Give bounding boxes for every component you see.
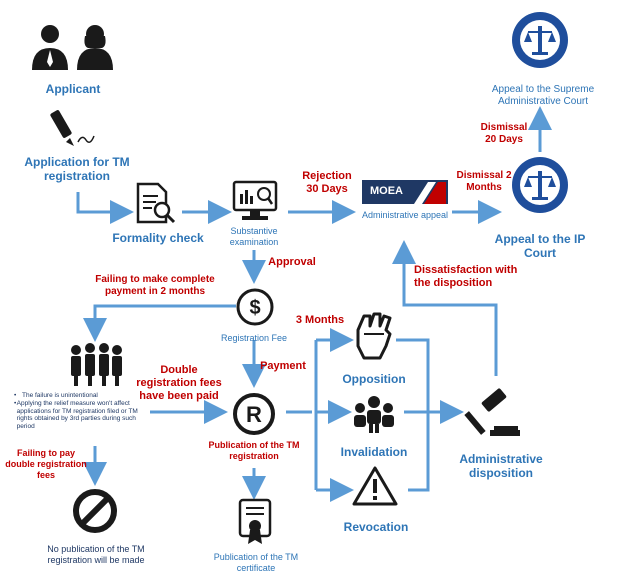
moea-logo: MOEA [362,180,448,204]
prohibited-icon [72,488,118,539]
invalidation-label: Invalidation [340,445,408,459]
document-search-icon [134,182,178,231]
appeal-ip-court-label: Appeal to the IP Court [494,232,586,261]
publication-certificate-label: Publication of the TM certificate [213,552,299,573]
dollar-circle-icon: $ [236,288,274,331]
supreme-court-seal-icon [510,10,570,75]
publication-registration-label: Publication of the TM registration [208,440,300,461]
opposition-label: Opposition [342,372,406,386]
moea-flag-icon [414,182,446,204]
certificate-icon [238,498,272,551]
formality-check-label: Formality check [112,231,204,245]
no-publication-label: No publication of the TM registration wi… [47,544,145,565]
approval-label: Approval [268,256,316,268]
dissatisfaction-label: Dissatisfaction with the disposition [414,264,518,290]
relief-note: • Applying the relief measure won't affe… [14,400,140,431]
svg-text:R: R [246,402,262,427]
relief-note: • The failure is unintentional [14,392,140,400]
substantive-exam-label: Substantive examination [229,226,279,247]
failing-payment-label: Failing to make complete payment in 2 mo… [95,274,215,297]
dismissal-2m-label: Dismissal 2 Months [456,170,512,193]
monitor-search-icon [232,180,278,229]
rejection-label: Rejection 30 Days [302,170,352,196]
pen-signature-icon [50,108,102,155]
registered-mark-icon: R [232,392,276,441]
gavel-icon [464,388,520,443]
arrow-disposition-moea [392,240,498,376]
revocation-label: Revocation [343,520,409,534]
appeal-supreme-label: Appeal to the Supreme Administrative Cou… [491,84,595,107]
admin-disposition-label: Administrative disposition [459,452,543,481]
bullet-icon: • [14,392,17,399]
dismissal-20d-label: Dismissal 20 Days [480,122,528,145]
svg-text:$: $ [249,297,260,319]
three-months-label: 3 Months [295,314,345,326]
arrow-fee-group [83,304,236,342]
relief-notes: • The failure is unintentional • Applyin… [14,392,140,431]
payment-label: Payment [260,360,306,372]
application-label: Application for TM registration [24,155,130,184]
registration-fee-label: Registration Fee [220,333,288,343]
fist-icon [352,312,394,365]
relief-note-text: The failure is unintentional [22,392,98,399]
double-fees-label: Double registration fees have been paid [136,364,222,403]
moea-logo-text: MOEA [370,185,403,197]
crowd-icon [68,342,124,393]
group-icon [352,394,396,439]
court-seal-icon [510,155,570,220]
relief-note-text: Applying the relief measure won't affect… [16,399,138,431]
admin-appeal-label: Administrative appeal [361,210,449,220]
people-icon [28,22,118,79]
failing-double-label: Failing to pay double registration fees [5,448,87,480]
applicant-label: Applicant [45,82,101,96]
bullet-icon: • [14,399,17,407]
arrow-opposition-disposition [396,338,430,492]
arrow-application-formality [76,192,134,224]
warning-icon [352,465,398,512]
